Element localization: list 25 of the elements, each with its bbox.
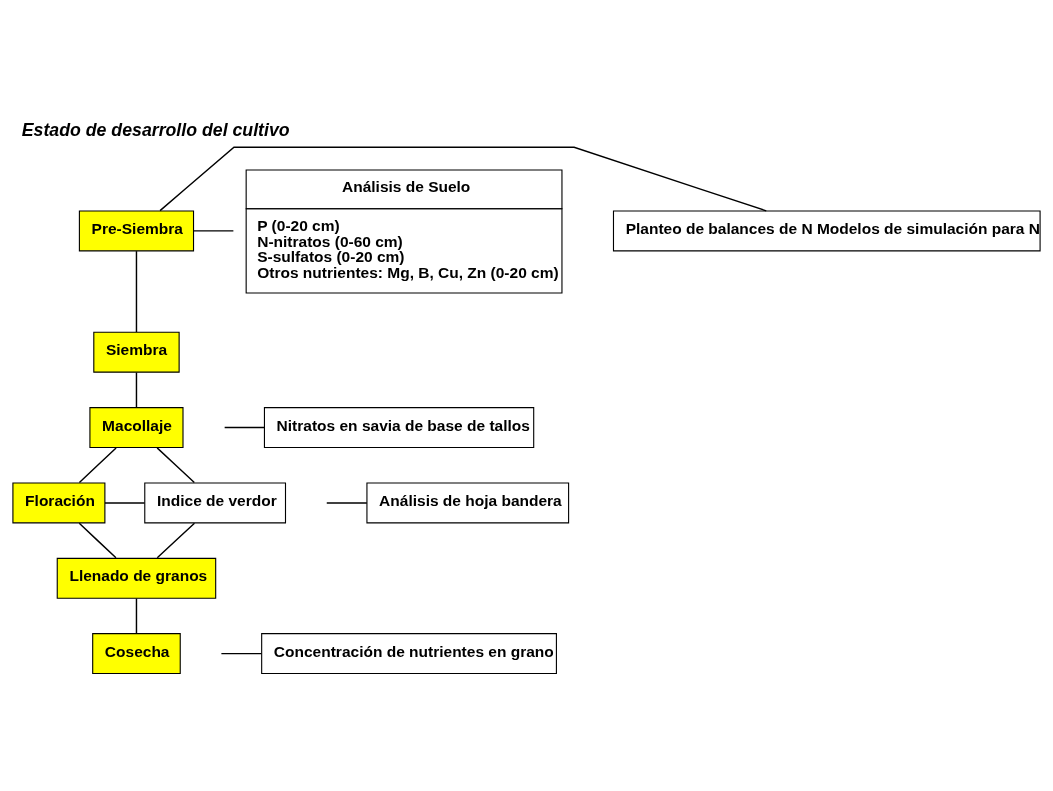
diagram-title: Estado de desarrollo del cultivo	[21, 119, 290, 140]
connector	[135, 597, 138, 634]
node-box: Llenado de granos	[56, 557, 217, 599]
connector	[78, 522, 117, 559]
node-box: Análisis de hoja bandera	[366, 481, 570, 523]
connector	[223, 426, 266, 428]
node-box: Concentración de nutrientes en grano	[261, 632, 557, 674]
connector	[135, 371, 138, 408]
node-box: Floración	[12, 481, 106, 523]
node-box: Macollaje	[89, 406, 184, 448]
connector	[104, 501, 146, 504]
node-box: Nitratos en savia de base de tallos	[263, 406, 535, 448]
connector	[220, 652, 263, 654]
node-box: Indice de verdor	[144, 481, 287, 523]
connector	[156, 446, 196, 483]
connector	[135, 249, 138, 333]
connector	[78, 446, 117, 483]
connector	[193, 229, 235, 232]
node-box: Pre-Siembra	[78, 209, 195, 251]
node-box: Planteo de balances de N Modelos de simulación para N	[612, 209, 1041, 251]
connector	[156, 522, 196, 559]
node-box: Siembra	[93, 331, 180, 373]
connector	[326, 501, 368, 504]
connector	[159, 146, 767, 212]
node-box: Cosecha	[92, 632, 181, 674]
